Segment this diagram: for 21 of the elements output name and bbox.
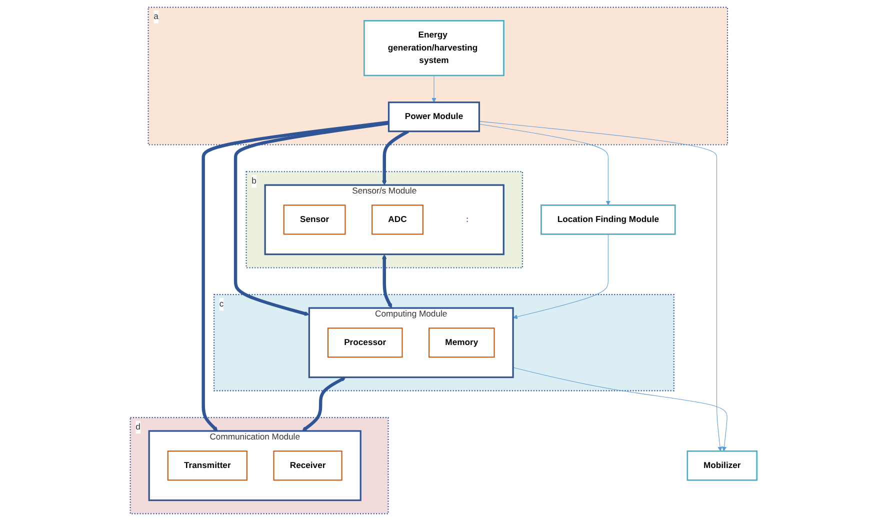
- arrow: [479, 121, 723, 452]
- arrow: [432, 75, 437, 103]
- node-box: Location Finding Module: [540, 204, 676, 235]
- arrow: [234, 122, 390, 316]
- node-box: ADC: [372, 204, 424, 235]
- arrow: [513, 234, 609, 320]
- arrow: [382, 254, 393, 308]
- node-box: Transmitter: [168, 450, 248, 481]
- node-text: :: [466, 214, 470, 224]
- arrow: [302, 376, 346, 432]
- node-box: Processor: [328, 328, 404, 358]
- arrow: [382, 130, 410, 186]
- node-box: Receiver: [274, 450, 343, 481]
- node-box: Sensor: [284, 204, 346, 235]
- arrow: [479, 124, 611, 206]
- arrow: [202, 120, 390, 432]
- arrow: [513, 367, 728, 452]
- node-box: Memory: [428, 328, 496, 358]
- node-box: Mobilizer: [687, 450, 758, 481]
- node-box: Energy generation/harvesting system: [364, 20, 505, 76]
- node-box: Power Module: [388, 102, 480, 132]
